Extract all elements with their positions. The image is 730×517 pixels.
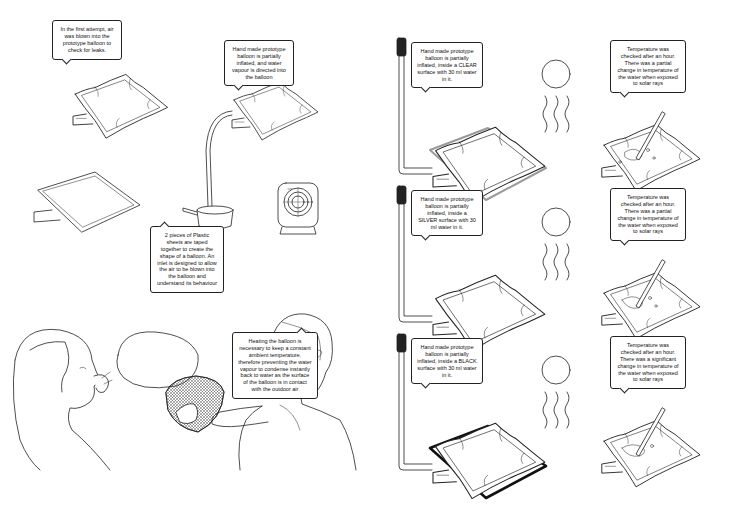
sun-symbol xyxy=(554,392,558,428)
woman-figure xyxy=(13,360,40,470)
cooking-pot xyxy=(197,206,233,214)
water-puddle xyxy=(655,305,657,307)
thermometer xyxy=(636,408,665,456)
water-puddle xyxy=(651,445,654,448)
syringe-pipe xyxy=(397,186,406,204)
sun-symbol xyxy=(543,392,547,428)
mesh-sieve xyxy=(166,376,224,432)
mesh-sieve xyxy=(176,404,198,424)
sun-symbol xyxy=(542,208,570,236)
man-figure xyxy=(300,392,356,470)
water-puddle xyxy=(619,161,622,164)
bubble-text: Heating the balloon is necessary to keep… xyxy=(238,338,312,393)
bubble-text: Hand made prototype balloon is partially… xyxy=(230,46,288,80)
sun-symbol xyxy=(542,356,570,384)
mesh-sieve xyxy=(166,376,224,432)
balloon-prototype xyxy=(232,82,318,140)
sun-symbol xyxy=(542,60,570,88)
syringe-pipe xyxy=(397,38,406,56)
sun-symbol xyxy=(543,96,547,132)
man-figure xyxy=(280,405,300,430)
vapour-pipe xyxy=(210,115,232,206)
fan-heater xyxy=(280,227,316,234)
water-puddle xyxy=(653,157,655,159)
vapour-pipe xyxy=(206,111,232,206)
syringe-pipe xyxy=(397,334,406,352)
balloon-prototype xyxy=(73,74,168,138)
speech-bubble: Hand made prototype balloon is partially… xyxy=(411,42,483,88)
sun-symbol xyxy=(565,244,569,280)
plastic-sheet xyxy=(34,210,60,222)
sun-symbol xyxy=(554,244,558,280)
fan-heater xyxy=(284,188,312,216)
speech-bubble: Hand made prototype balloon is partially… xyxy=(411,190,483,236)
bubble-text: Hand made prototype balloon is partially… xyxy=(417,196,477,230)
thermometer xyxy=(636,260,665,308)
fan-heater xyxy=(284,188,312,216)
woman-figure xyxy=(102,372,112,384)
fan-heater xyxy=(278,183,318,227)
result-balloon xyxy=(602,125,700,487)
bubble-text: 2 pieces of Plastic sheets are taped tog… xyxy=(156,232,218,287)
man-figure xyxy=(212,406,268,427)
plastic-sheet xyxy=(38,172,140,232)
bubble-text: Temperature was checked after an hour. T… xyxy=(616,194,680,235)
water-puddle xyxy=(647,149,650,152)
syringe-pipe xyxy=(397,38,432,470)
speech-bubble: Heating the balloon is necessary to keep… xyxy=(232,332,318,399)
speech-bubble: Hand made prototype balloon is partially… xyxy=(224,40,294,86)
thermometer xyxy=(636,112,665,456)
sun-symbol xyxy=(565,96,569,132)
water-puddle xyxy=(649,297,652,300)
sun-symbol xyxy=(542,60,570,428)
vapour-pipe xyxy=(206,111,232,206)
woman-figure xyxy=(94,375,109,393)
bubble-text: Hand made prototype balloon is partially… xyxy=(417,48,477,82)
woman-figure xyxy=(30,342,69,392)
balloon-prototype xyxy=(73,74,168,138)
cooking-pot xyxy=(183,208,197,215)
balloon-prototype xyxy=(433,423,545,498)
speech-bubble: Temperature was checked after an hour. T… xyxy=(610,40,686,93)
bubble-text: In the first attempt, air was blown into… xyxy=(58,26,116,54)
speech-bubble: Hand made prototype balloon is partially… xyxy=(411,338,483,384)
balloon-prototype xyxy=(232,82,318,140)
man-figure xyxy=(212,314,356,470)
woman-figure xyxy=(80,367,86,369)
woman-figure xyxy=(15,329,110,470)
speech-bubble: In the first attempt, air was blown into… xyxy=(52,20,122,60)
sun-symbol xyxy=(554,96,558,132)
balloon-prototype xyxy=(433,127,545,498)
sun-symbol xyxy=(565,392,569,428)
speech-bubble: Temperature was checked after an hour. T… xyxy=(610,336,686,389)
speech-bubble: Temperature was checked after an hour. T… xyxy=(610,188,686,241)
bubble-text: Temperature was checked after an hour. T… xyxy=(616,46,680,87)
sun-symbol xyxy=(543,244,547,280)
thermometer xyxy=(636,112,665,160)
woman-figure xyxy=(13,329,112,470)
man-figure xyxy=(239,406,262,470)
fan-heater xyxy=(278,183,318,234)
plastic-sheet xyxy=(34,172,140,232)
mesh-sieve xyxy=(166,376,224,432)
speech-bubble: 2 pieces of Plastic sheets are taped tog… xyxy=(150,226,224,293)
bubble-text: Temperature was checked after an hour. T… xyxy=(616,342,680,383)
fan-heater xyxy=(288,189,292,190)
bubble-text: Hand made prototype balloon is partially… xyxy=(417,344,477,378)
